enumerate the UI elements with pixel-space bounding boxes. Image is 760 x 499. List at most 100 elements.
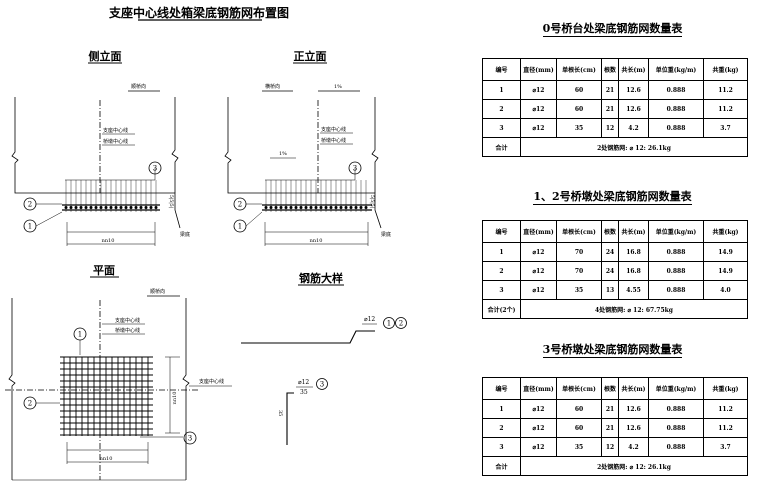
plan-center-label-1: 支座中心线 [115,317,140,324]
front-marker-1 [233,219,247,233]
table-cell: 2 [482,99,521,119]
table-cell: 12 [601,118,619,138]
table-cell: 3 [482,437,521,457]
side-marker-3-text: 3 [153,165,157,173]
side-view-title: 侧立面 [89,49,122,63]
rebar-dot [334,205,338,209]
table-header-row: 编号直径(mm)单根长(cm)根数共长(m)单位重(kg/m)共重(kg) [482,220,748,243]
front-rebar-dots [264,180,368,212]
col-header: 根数 [601,220,619,243]
col-header: 直径(mm) [520,58,557,81]
plan-top-label: 顺桥向 [150,288,165,295]
col-header: 直径(mm) [520,220,557,243]
table-cell: 21 [601,418,619,438]
rebar-dot [309,205,313,209]
table-cell: 4.55 [618,280,649,300]
rebar-dot [279,205,283,209]
rebar-dot [264,205,268,209]
table-cell: 14.9 [703,242,748,262]
front-beam-bottom: 梁底 [381,231,391,238]
table-cell: ⌀12 [520,261,557,281]
rebar-dot [359,205,363,209]
side-marker-1-text: 1 [28,223,32,231]
side-dim-text: nn10 [102,238,115,244]
table-cell: 3 [482,280,521,300]
table-header-row: 编号直径(mm)单根长(cm)根数共长(m)单位重(kg/m)共重(kg) [482,377,748,400]
rebar-dot [274,205,278,209]
rebar-dot [349,205,353,209]
detail-marker-2 [395,317,407,329]
total-label: 合计 [482,137,521,157]
front-vert-dim: 5|5|5| [369,195,375,208]
table-cell: 0.888 [648,80,704,100]
detail-bar-1-label: ⌀12 [364,316,375,323]
rebar-dot [124,205,128,209]
rebar-dot [149,205,153,209]
col-header: 根数 [601,377,619,400]
front-dim-text: nn10 [310,238,323,244]
rebar-dot [74,205,78,209]
side-beam-bottom: 梁底 [180,231,190,238]
table-cell: 12 [601,437,619,457]
plan-outline-right [182,298,190,480]
plan-marker-3-text: 3 [188,435,192,443]
col-header: 编号 [482,377,521,400]
detail-marker-3 [316,378,328,390]
rebar-dot [289,205,293,209]
front-marker-3 [348,161,362,175]
plan-center-label-2: 桥墩中心线 [115,327,140,334]
front-marker-2-text: 2 [238,201,242,209]
side-top-label: 顺桥向 [131,83,146,90]
rebar-dot [104,205,108,209]
table-cell: 12.6 [618,418,649,438]
table-cell: 11.2 [703,418,748,438]
table-cell: 0.888 [648,242,704,262]
side-leader-1 [35,211,63,227]
detail-marker-1-text: 1 [387,320,391,328]
table-cell: 12.6 [618,80,649,100]
table-cell: 21 [601,80,619,100]
detail-bar-1 [241,330,375,344]
side-center-label-1: 支座中心线 [103,127,128,134]
table-cell: 3 [482,118,521,138]
rebar-dot [364,205,368,209]
detail-bar-3-length: 35 [300,389,308,396]
detail-marker-3-text: 3 [320,381,324,389]
table-cell: 60 [556,399,602,419]
front-outline-left [224,97,382,229]
col-header: 单根长(cm) [556,58,602,81]
rebar-dot [119,205,123,209]
plan-marker-2 [23,396,37,410]
col-header: 共重(kg) [703,58,748,81]
rebar-dot [64,205,68,209]
table-cell: 0.888 [648,280,704,300]
rebar-dot [89,205,93,209]
plan-outline-left [8,298,16,480]
rebar-dot [139,205,143,209]
table-cell: 1 [482,399,521,419]
col-header: 编号 [482,220,521,243]
quantity-table-2: 编号直径(mm)单根长(cm)根数共长(m)单位重(kg/m)共重(kg) 1⌀… [482,377,748,476]
front-marker-1-text: 1 [238,223,242,231]
table-cell: ⌀12 [520,399,557,419]
table-cell: 2 [482,261,521,281]
table-cell: ⌀12 [520,418,557,438]
table-cell: 11.2 [703,99,748,119]
table-cell: 70 [556,242,602,262]
rebar-dot [284,205,288,209]
col-header: 直径(mm) [520,377,557,400]
detail-side-text: 35 [277,410,283,416]
col-header: 根数 [601,58,619,81]
main-title: 支座中心线处箱梁底钢筋网布置图 [108,5,289,20]
col-header: 共长(m) [618,377,649,400]
table-cell: 60 [556,418,602,438]
detail-marker-1 [383,317,395,329]
quantity-table-1: 编号直径(mm)单根长(cm)根数共长(m)单位重(kg/m)共重(kg) 1⌀… [482,220,748,319]
rebar-dot [299,205,303,209]
